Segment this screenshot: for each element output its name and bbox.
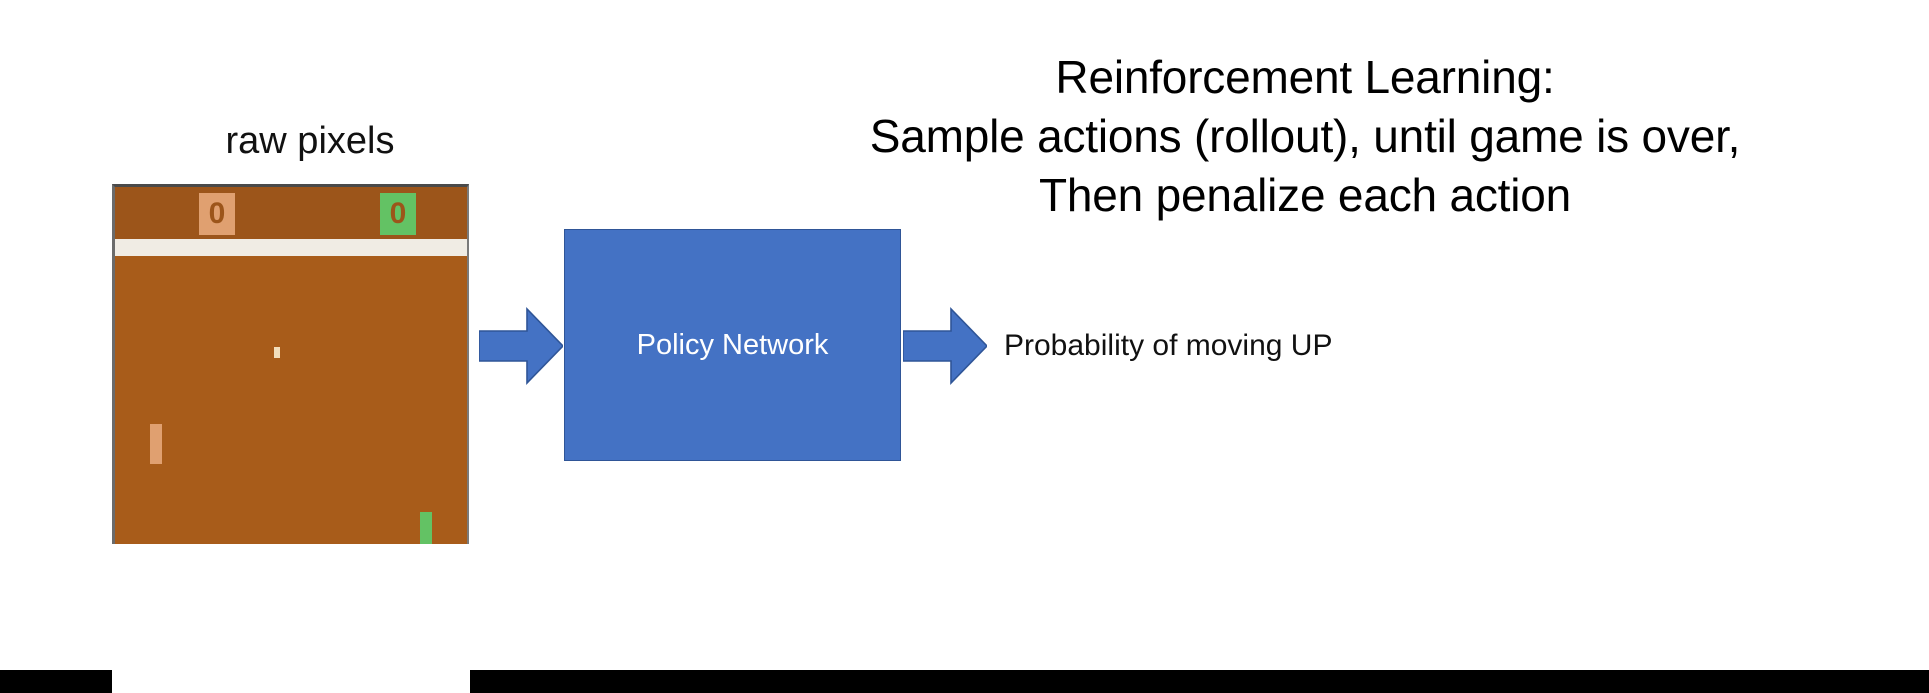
pong-scoreboard: 0 0 <box>115 187 467 239</box>
pong-ball <box>274 347 280 358</box>
pong-score-left: 0 <box>199 193 235 235</box>
raw-pixels-caption: raw pixels <box>225 120 395 162</box>
pong-paddle-left <box>150 424 162 464</box>
bottom-bar-left <box>0 670 112 693</box>
pong-game-screenshot: 0 0 <box>112 184 469 544</box>
bottom-bar-right <box>470 670 1929 693</box>
policy-network-box: Policy Network <box>564 229 901 461</box>
heading-line-3: Then penalize each action <box>1038 168 1572 221</box>
pong-divider-line <box>115 239 467 256</box>
right-arrow-input-icon <box>478 307 565 385</box>
pong-paddle-right <box>420 512 432 544</box>
pong-play-field <box>115 256 467 544</box>
policy-network-label: Policy Network <box>636 328 829 361</box>
right-arrow-output-icon <box>902 307 989 385</box>
heading-line-1: Reinforcement Learning: <box>1055 51 1555 103</box>
pong-score-right: 0 <box>380 193 416 235</box>
output-label: Probability of moving UP <box>1004 329 1333 362</box>
slide-heading: Reinforcement Learning: Sample actions (… <box>690 48 1920 225</box>
heading-line-2: Sample actions (rollout), until game is … <box>869 109 1741 162</box>
